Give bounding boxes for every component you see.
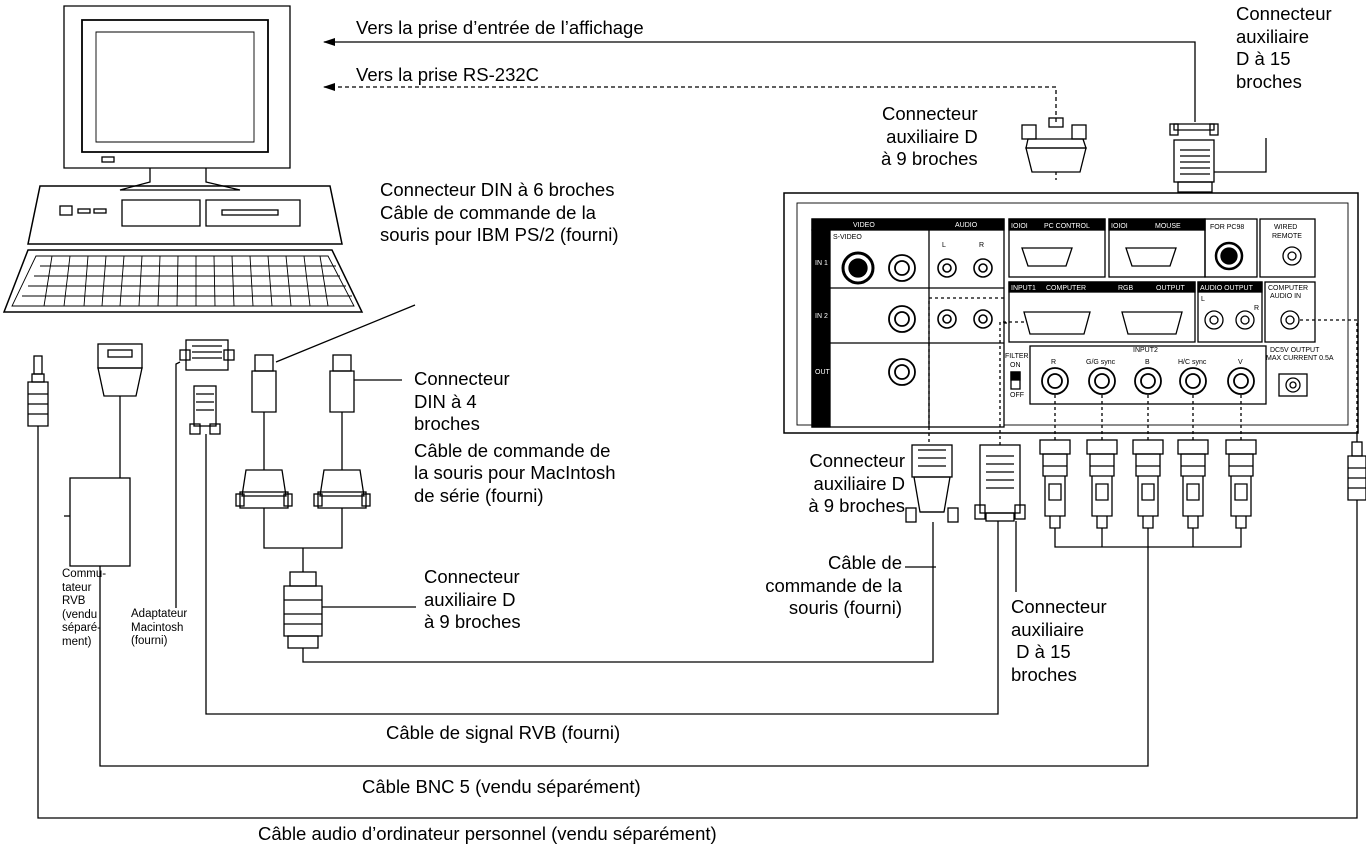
panel-computer-label: COMPUTER	[1046, 285, 1086, 292]
panel-wired-label: WIRED	[1274, 224, 1297, 231]
dsub9-connector-top	[1021, 117, 1087, 173]
bnc-plugs	[1039, 439, 1257, 529]
label-dsub15-bottom: Connecteur auxiliaire D à 15 broches	[1011, 596, 1107, 685]
panel-input1-label: INPUT1	[1011, 285, 1036, 292]
cable-label-rgb-signal: Câble de signal RVB (fourni)	[386, 722, 621, 743]
panel-mouse-label: MOUSE	[1155, 223, 1181, 230]
panel-audio-out-l: L	[1201, 296, 1205, 303]
panel-in2-label: IN 2	[815, 313, 828, 320]
label-dsub9-bottom: Connecteur auxiliaire D à 9 broches	[424, 566, 521, 632]
label-mac-adapter: Adaptateur Macintosh (fourni)	[131, 608, 188, 647]
panel-filter-off-label: OFF	[1010, 392, 1024, 399]
panel-filter-on-label: ON	[1010, 362, 1021, 369]
arrow-label-rs232c: Vers la prise RS-232C	[356, 64, 540, 85]
projector-rear-panel	[783, 192, 1359, 434]
panel-dc-output-label: DC5V OUTPUT	[1270, 347, 1320, 354]
din6-connector	[251, 354, 277, 470]
dsub9-connector-bottom	[283, 571, 416, 649]
dsub15-connector-right	[974, 444, 1026, 522]
arrow-label-display-input: Vers la prise d’entrée de l’affichage	[356, 17, 644, 38]
panel-bnc-b-label: B	[1145, 359, 1150, 366]
panel-bnc-g-label: G/G sync	[1086, 359, 1116, 366]
mac-adapter-connector	[175, 339, 235, 608]
panel-audio-out-r: R	[1254, 305, 1259, 312]
panel-out-label: OUT	[815, 369, 831, 376]
panel-bnc-v-label: V	[1238, 359, 1243, 366]
panel-audio-label: AUDIO	[955, 222, 978, 229]
panel-computer-audio-label: COMPUTER	[1268, 285, 1308, 292]
cable-label-pc-audio: Câble audio d’ordinateur personnel (vend…	[258, 823, 717, 844]
cable-label-bnc5: Câble BNC 5 (vendu séparément)	[362, 776, 641, 797]
dsub9-connector-pair	[235, 469, 371, 572]
panel-remote-label: REMOTE	[1272, 233, 1302, 240]
computer-icon	[2, 5, 364, 313]
panel-audio-in-label: AUDIO IN	[1270, 293, 1301, 300]
panel-pc98-label: FOR PC98	[1210, 224, 1244, 231]
rgb-switch-connector	[64, 343, 143, 567]
panel-audio-r-label: R	[979, 242, 984, 249]
panel-pc-control-label: PC CONTROL	[1044, 223, 1090, 230]
panel-bnc-h-label: H/C sync	[1178, 359, 1207, 366]
label-din4: Connecteur DIN à 4 broches Câble de comm…	[414, 368, 616, 506]
din4-connector	[329, 354, 355, 470]
label-dsub15-top: Connecteur auxiliaire D à 15 broches	[1236, 3, 1332, 92]
label-dsub9-right: Connecteur auxiliaire D à 9 broches	[808, 450, 905, 516]
panel-svideo-label: S-VIDEO	[833, 234, 862, 241]
dsub9-connector-right	[905, 444, 959, 523]
label-din6: Connecteur DIN à 6 broches Câble de comm…	[380, 179, 619, 245]
panel-filter-label: FILTER	[1005, 353, 1029, 360]
panel-input2-label: INPUT2	[1133, 347, 1158, 354]
panel-bnc-r-label: R	[1051, 359, 1056, 366]
panel-video-label: VIDEO	[853, 222, 875, 229]
panel-mouse-ioi: IOIOI	[1111, 223, 1128, 230]
audio-plug-left	[27, 355, 49, 427]
label-mouse-cable: Câble de commande de la souris (fourni)	[765, 552, 902, 618]
panel-audio-output-label: AUDIO OUTPUT	[1200, 285, 1254, 292]
panel-pc-ioi: IOIOI	[1011, 223, 1028, 230]
panel-output-label: OUTPUT	[1156, 285, 1186, 292]
panel-rgb-label: RGB	[1118, 285, 1134, 292]
label-rgb-switch: Commu- tateur RVB (vendu séparé- ment)	[62, 568, 107, 648]
panel-audio-l-label: L	[942, 242, 946, 249]
panel-in1-label: IN 1	[815, 260, 828, 267]
dsub15-connector-top	[1169, 123, 1219, 193]
panel-dc-current-label: MAX CURRENT 0.5A	[1266, 355, 1334, 362]
audio-plug-right	[1347, 432, 1366, 501]
label-dsub9-top: Connecteur auxiliaire D à 9 broches	[881, 103, 978, 169]
